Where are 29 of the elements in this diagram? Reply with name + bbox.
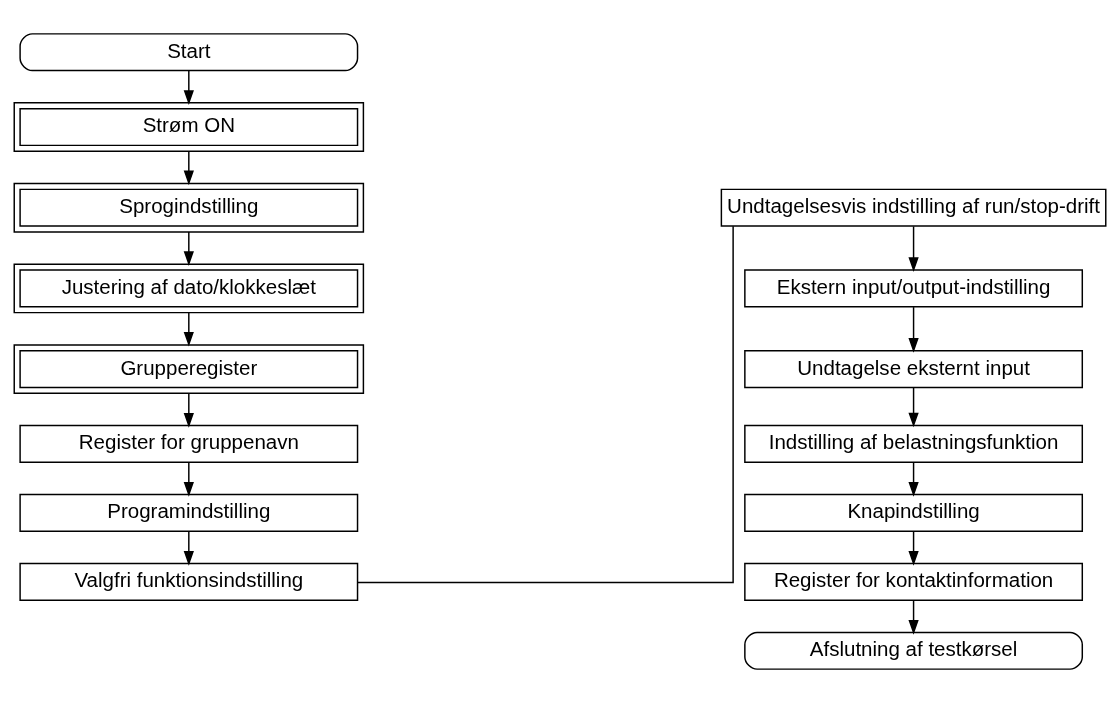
node-box: Programindstilling xyxy=(19,493,359,532)
arrow xyxy=(183,230,194,266)
node-box: Grupperegister xyxy=(13,343,365,394)
arrow xyxy=(908,530,919,566)
connector xyxy=(356,225,734,583)
arrow xyxy=(183,69,194,105)
arrow xyxy=(183,530,194,566)
node-box: Sprogindstilling xyxy=(13,182,365,233)
node-box: Strøm ON xyxy=(13,101,365,152)
arrow xyxy=(908,599,919,635)
node-box: Undtagelsesvis indstilling af run/stop-drift xyxy=(720,188,1107,227)
node-box: Register for gruppenavn xyxy=(19,424,359,463)
arrow xyxy=(183,392,194,428)
node-box: Indstilling af belastningsfunktion xyxy=(744,424,1084,463)
node-box: Undtagelse eksternt input xyxy=(744,349,1084,388)
node-box: Start xyxy=(19,32,359,71)
node-box: Knapindstilling xyxy=(744,493,1084,532)
arrow xyxy=(908,305,919,353)
node-box: Valgfri funktionsindstilling xyxy=(19,562,359,601)
node-box: Afslutning af testkørsel xyxy=(744,631,1084,670)
arrow xyxy=(908,461,919,497)
arrow xyxy=(908,386,919,427)
node-box: Register for kontaktinformation xyxy=(744,562,1084,601)
arrow xyxy=(908,225,919,272)
arrow xyxy=(183,150,194,185)
arrow xyxy=(183,461,194,497)
node-box: Justering af dato/klokkeslæt xyxy=(13,262,365,313)
node-box: Ekstern input/output-indstilling xyxy=(744,268,1084,307)
arrow xyxy=(183,311,194,347)
